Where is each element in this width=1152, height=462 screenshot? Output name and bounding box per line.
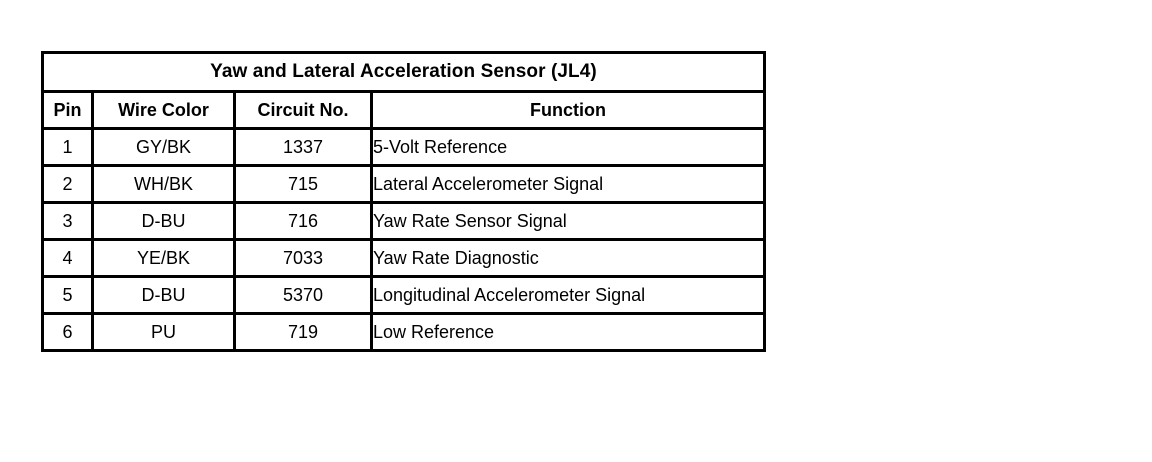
cell-wire-color: YE/BK [91,238,236,278]
table-row: 6 PU 719 Low Reference [41,312,767,352]
table-row: 2 WH/BK 715 Lateral Accelerometer Signal [41,164,767,204]
table-header-row: Pin Wire Color Circuit No. Function [41,90,767,130]
table-title-row: Yaw and Lateral Acceleration Sensor (JL4… [40,51,767,93]
cell-function: 5-Volt Reference [369,127,767,167]
table-row: 1 GY/BK 1337 5-Volt Reference [41,127,767,167]
cell-pin: 6 [41,312,94,352]
cell-circuit-no: 719 [233,312,373,352]
column-header-function: Function [369,90,767,130]
cell-circuit-no: 1337 [233,127,373,167]
cell-wire-color: WH/BK [91,164,236,204]
cell-circuit-no: 5370 [233,275,373,315]
cell-pin: 3 [41,201,94,241]
cell-circuit-no: 715 [233,164,373,204]
cell-wire-color: D-BU [91,275,236,315]
cell-function: Yaw Rate Sensor Signal [369,201,767,241]
column-header-pin: Pin [41,90,94,130]
table-row: 3 D-BU 716 Yaw Rate Sensor Signal [41,201,767,241]
cell-function: Low Reference [369,312,767,352]
cell-function: Yaw Rate Diagnostic [369,238,767,278]
table-row: 4 YE/BK 7033 Yaw Rate Diagnostic [41,238,767,278]
cell-circuit-no: 7033 [233,238,373,278]
table-row: 5 D-BU 5370 Longitudinal Accelerometer S… [41,275,767,315]
column-header-wire-color: Wire Color [91,90,236,130]
cell-function: Longitudinal Accelerometer Signal [369,275,767,315]
table-body: Yaw and Lateral Acceleration Sensor (JL4… [40,51,767,352]
cell-wire-color: D-BU [91,201,236,241]
cell-function: Lateral Accelerometer Signal [369,164,767,204]
cell-pin: 1 [41,127,94,167]
table-title: Yaw and Lateral Acceleration Sensor (JL4… [40,51,767,93]
column-header-circuit-no: Circuit No. [233,90,373,130]
sensor-pinout-table: Yaw and Lateral Acceleration Sensor (JL4… [40,51,767,352]
cell-wire-color: GY/BK [91,127,236,167]
cell-pin: 5 [41,275,94,315]
cell-circuit-no: 716 [233,201,373,241]
cell-pin: 2 [41,164,94,204]
cell-wire-color: PU [91,312,236,352]
cell-pin: 4 [41,238,94,278]
